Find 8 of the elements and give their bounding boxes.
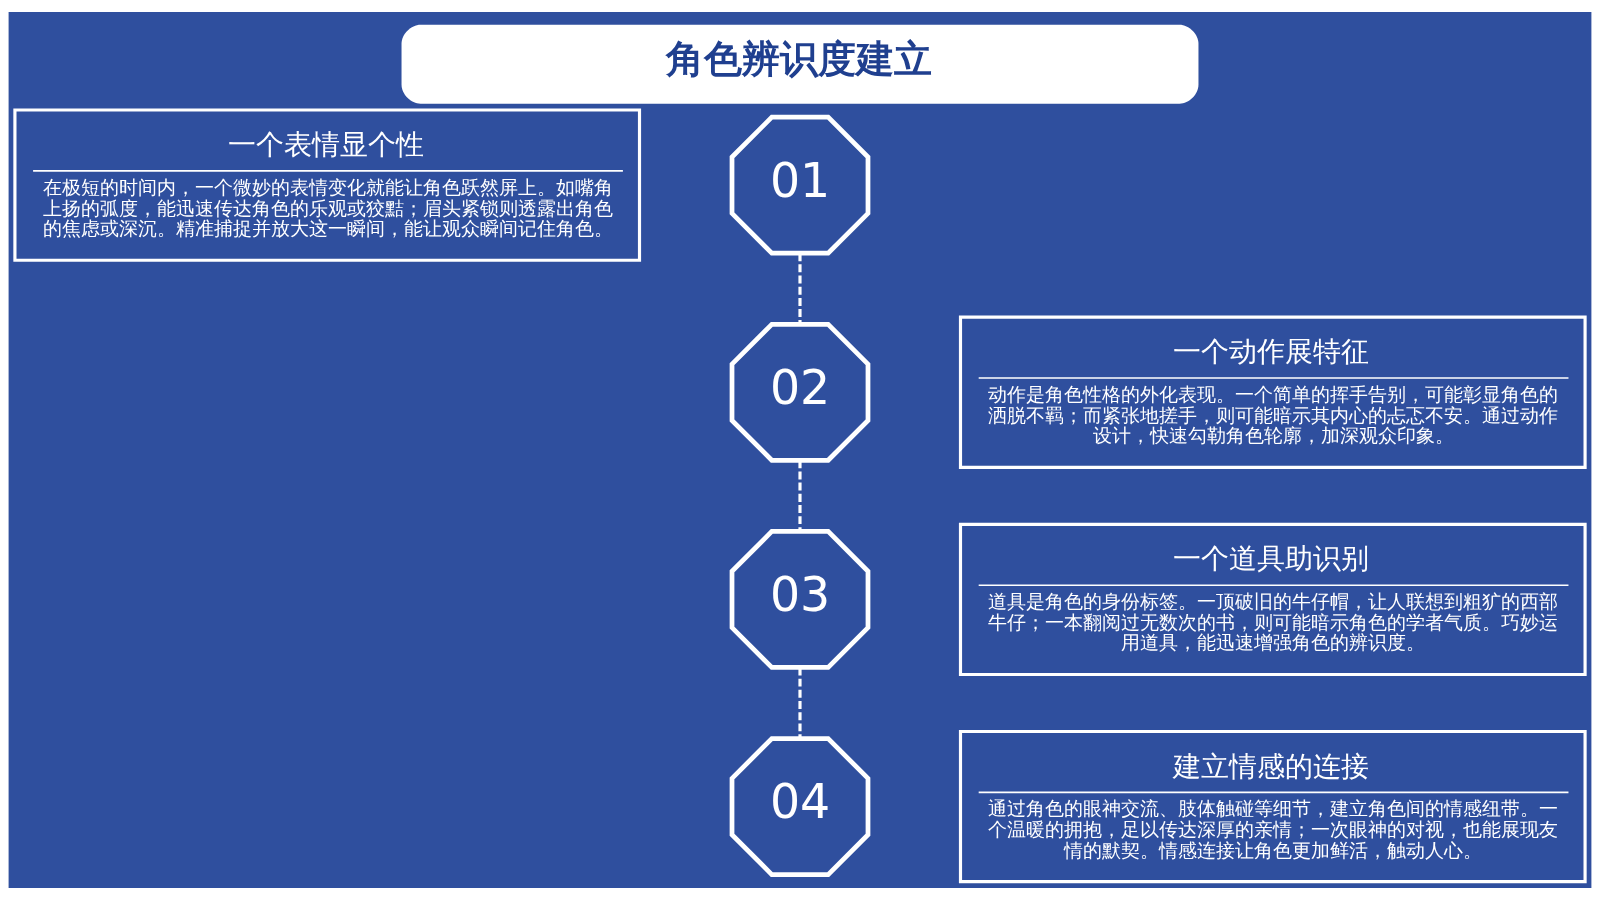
node-box: 一个道具助识别 道具是角色的身份标签。一顶破旧的牛仔帽，让人联想到粗犷的西部牛仔；一本翻阅过无数次的书，则可能暗示角色的学者气质。巧妙运用道具，能迅速增强角色的辨识度。 [958, 522, 1587, 677]
diagram-title: 角色辨识度建立 [666, 37, 933, 82]
node-box: 建立情感的连接 通过角色的眼神交流、肢体触碰等细节，建立角色间的情感纽带。一个温暖的拥抱，足以传达深厚的亲情；一次眼神的对视，也能展现友情的默契。情感连接让角色更加鲜活，触动人心。 [958, 729, 1587, 884]
node-box: 一个表情显个性 在极短的时间内，一个微妙的表情变化就能让角色跃然屏上。如嘴角上扬的弧度，能迅速传达角色的乐观或狡黠；眉头紧锁则透露出角色的焦虑或深沉。精准捕捉并放大这一瞬间，能让观众瞬间记住角色。 [13, 108, 642, 262]
node-box: 一个动作展特征 动作是角色性格的外化表现。一个简单的挥手告别，可能彰显角色的洒脱不羁；而紧张地搓手，则可能暗示其内心的忐忑不安。通过动作设计，快速勾勒角色轮廓，加深观众印象。 [958, 315, 1587, 469]
connector [798, 253, 802, 324]
connector [798, 460, 802, 531]
connector [798, 667, 802, 739]
